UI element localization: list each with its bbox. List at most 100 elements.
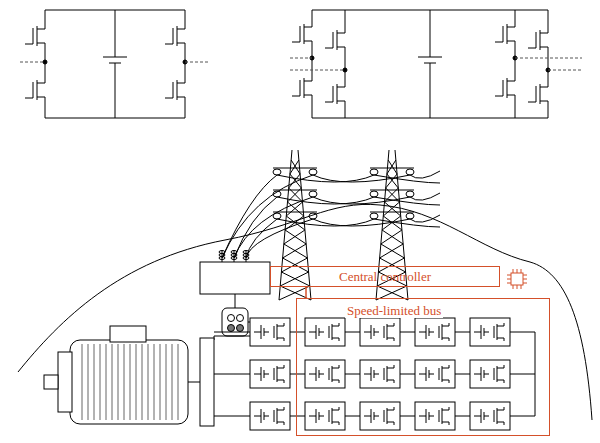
motor-fin: [142, 344, 143, 420]
switch-symbol: [329, 410, 330, 422]
wire: [400, 374, 415, 375]
mosfet-symbol: [304, 24, 305, 44]
motor-flange: [58, 352, 72, 412]
cable: [235, 294, 236, 308]
tower: [381, 230, 402, 244]
wire: [185, 10, 186, 29]
mosfet-symbol: [507, 95, 515, 96]
controller-box: Central controller: [270, 266, 500, 287]
switch-symbol: [339, 365, 340, 368]
battery-symbol: [309, 332, 316, 333]
switch-symbol: [332, 422, 339, 423]
battery-symbol: [374, 374, 379, 375]
wire: [45, 10, 46, 29]
battery-symbol: [319, 332, 324, 333]
battery-symbol: [264, 332, 269, 333]
wire: [45, 97, 46, 118]
battery-symbol: [481, 367, 482, 381]
battery-symbol: [426, 409, 427, 423]
mosfet-symbol: [37, 26, 38, 46]
mosfet-symbol: [300, 80, 301, 96]
switch-symbol: [504, 338, 505, 341]
wire: [214, 416, 250, 417]
mosfet-symbol: [337, 30, 338, 50]
motor-fin: [172, 344, 173, 420]
mosfet-symbol: [25, 44, 33, 45]
wire: [214, 332, 250, 333]
switch-symbol: [394, 422, 395, 425]
mosfet-symbol: [37, 83, 45, 84]
insulator: [370, 169, 378, 175]
switch-symbol: [339, 422, 340, 425]
battery-symbol: [264, 416, 269, 417]
output-line: [290, 58, 312, 59]
battery-symbol: [371, 367, 372, 381]
switch-symbol: [277, 338, 284, 339]
battery-symbol: [426, 325, 427, 339]
switch-symbol: [394, 407, 395, 410]
mosfet-symbol: [292, 42, 300, 43]
switch-symbol: [442, 338, 449, 339]
switch-symbol: [504, 422, 505, 425]
mosfet-symbol: [507, 81, 515, 82]
battery-symbol: [371, 325, 372, 339]
mosfet-symbol: [337, 84, 338, 104]
battery-symbol: [481, 325, 482, 339]
switch-symbol: [442, 380, 449, 381]
mosfet-symbol: [495, 96, 503, 97]
mosfet-symbol: [177, 26, 178, 46]
power-line: [410, 193, 440, 200]
wire: [345, 47, 346, 70]
wire: [345, 101, 346, 118]
wire: [515, 95, 516, 118]
insulator: [273, 169, 281, 175]
switch-symbol: [387, 380, 394, 381]
mosfet-symbol: [300, 26, 301, 42]
switch-symbol: [497, 326, 504, 327]
wire: [345, 416, 360, 417]
insulator: [309, 191, 317, 197]
mosfet-symbol: [37, 80, 38, 100]
switch-symbol: [274, 410, 275, 422]
power-line: [222, 175, 277, 258]
battery-symbol: [484, 332, 489, 333]
output-line: [290, 70, 345, 71]
cell-module: [250, 360, 290, 388]
switch-symbol: [497, 410, 504, 411]
wire: [45, 43, 46, 62]
switch-symbol: [442, 326, 449, 327]
mosfet-symbol: [540, 30, 541, 50]
plug-pin: [237, 315, 244, 322]
battery-symbol: [484, 416, 489, 417]
mosfet-symbol: [540, 101, 548, 102]
mosfet-symbol: [292, 96, 300, 97]
switch-symbol: [394, 365, 395, 368]
switch-symbol: [442, 368, 449, 369]
battery-symbol: [254, 374, 261, 375]
switch-symbol: [284, 323, 285, 326]
battery-symbol: [418, 57, 442, 58]
tower: [281, 258, 307, 272]
switch-symbol: [277, 410, 284, 411]
switch-symbol: [329, 326, 330, 338]
switch-symbol: [277, 422, 284, 423]
battery-symbol: [261, 367, 262, 381]
cell-module: [470, 402, 510, 430]
tower: [283, 258, 309, 272]
power-line: [313, 197, 410, 204]
power-line: [277, 197, 374, 204]
switch-symbol: [332, 368, 339, 369]
tower: [283, 244, 307, 258]
mosfet-symbol: [333, 32, 334, 48]
battery-symbol: [429, 416, 434, 417]
motor-shaft: [44, 375, 58, 389]
battery-symbol: [254, 332, 261, 333]
tower: [387, 174, 398, 188]
junction-box: [200, 338, 214, 426]
switch-symbol: [277, 326, 284, 327]
switch-symbol: [449, 365, 450, 368]
tower-arm: [370, 212, 414, 213]
battery-symbol: [254, 416, 261, 417]
plug-pin: [228, 315, 235, 322]
mosfet-symbol: [337, 47, 345, 48]
